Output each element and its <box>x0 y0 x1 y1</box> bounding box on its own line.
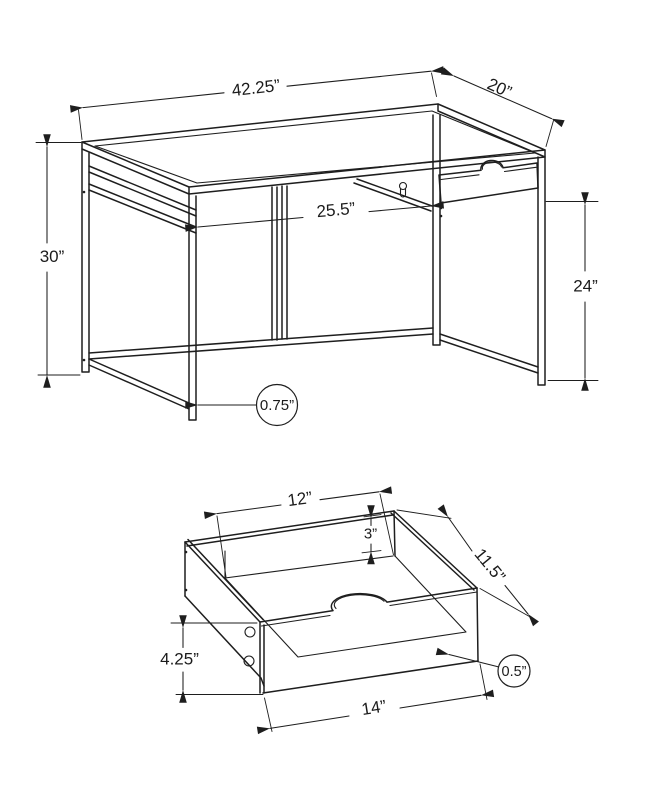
dim-desk-top-width: 42.25” <box>69 66 445 140</box>
drawer-dimensions: 12” 3” 11.5” <box>160 486 539 735</box>
desk-leg-back-right <box>432 114 441 346</box>
screw-hole-icon <box>244 626 256 638</box>
desk-center-divider <box>271 185 288 341</box>
drawer-front-right-edge <box>476 587 479 662</box>
screw-dot <box>82 190 86 194</box>
dim-label-desk-top-width: 42.25” <box>231 76 281 100</box>
desk-drawing: 42.25” 20” 30” 25.5” <box>35 66 599 427</box>
desk-leg-front-left <box>188 193 197 421</box>
desk-top-surface <box>81 103 546 188</box>
drawer-cutout-inner-arc <box>333 594 385 610</box>
desk-drawer-cutout-inner-arc <box>481 161 503 170</box>
desk-right-bottom-rail <box>439 333 539 374</box>
drawer-front-top-edge <box>259 587 478 623</box>
screw-hole-icon <box>243 655 255 667</box>
drawer-back-top-edge <box>184 510 395 547</box>
dim-desk-knee-space: 25.5” <box>185 199 444 232</box>
callout-frame-thickness: 0.75” <box>185 383 299 427</box>
desk-back-bottom-stretcher <box>88 327 434 360</box>
desk-drawer-front-inner-edge <box>440 166 537 181</box>
screw-dot <box>184 550 188 554</box>
screw-dot <box>439 206 443 210</box>
screw-dot <box>184 588 188 592</box>
desk-leg-back-left <box>81 148 90 373</box>
desk-left-second-rail <box>88 183 197 234</box>
drawer-left-bottom-edge <box>184 595 265 687</box>
callout-panel-thickness: 0.5” <box>435 647 531 688</box>
drawer-drawing: 12” 3” 11.5” <box>160 486 539 735</box>
dim-label-desk-knee-space: 25.5” <box>316 199 357 221</box>
keyhole-slot-icon <box>399 188 407 198</box>
drawer-front-left-edge <box>259 621 265 694</box>
dim-label-drawer-back-height: 3” <box>364 525 377 542</box>
callout-circle <box>255 383 299 427</box>
desk-leg-front-right <box>537 156 546 386</box>
dim-label-drawer-outer-width: 14” <box>360 696 388 719</box>
drawer-interior-edges <box>224 550 467 658</box>
dim-desk-top-depth: 20” <box>440 67 565 147</box>
drawer-back-right-edge <box>393 510 396 557</box>
dim-label-desk-leg-clearance: 24” <box>573 276 598 295</box>
keyhole-icon <box>398 181 408 191</box>
dim-drawer-front-height: 4.25” <box>160 615 264 703</box>
dim-label-desk-top-depth: 20” <box>484 74 515 102</box>
dim-drawer-back-height: 3” <box>361 505 382 565</box>
desk-drawer-front <box>438 159 539 204</box>
dim-desk-height: 30” <box>35 134 82 388</box>
dim-label-panel-thickness: 0.5” <box>502 664 527 680</box>
dim-desk-leg-clearance: 24” <box>545 192 599 391</box>
dim-label-drawer-depth: 11.5” <box>471 545 510 586</box>
drawer-structure <box>184 510 479 694</box>
dim-label-drawer-front-height: 4.25” <box>160 649 199 668</box>
dim-drawer-outer-width: 14” <box>256 663 495 735</box>
dim-drawer-inner-width: 12” <box>203 486 394 578</box>
desk-structure <box>81 103 546 421</box>
dim-label-drawer-inner-width: 12” <box>286 488 313 510</box>
callout-circle <box>497 654 531 688</box>
desk-left-bottom-rail <box>88 358 190 410</box>
desk-brace <box>353 178 433 212</box>
screw-dot <box>82 358 86 362</box>
drawer-front-top-inner-edge <box>260 591 478 627</box>
dim-label-frame-thickness: 0.75” <box>260 397 294 414</box>
drawer-right-top-edge <box>390 510 478 591</box>
drawer-front-bottom-edge <box>262 660 479 694</box>
screw-dot <box>439 214 443 218</box>
dim-label-desk-height: 30” <box>40 247 65 266</box>
desk-left-upper-rail <box>88 165 197 217</box>
